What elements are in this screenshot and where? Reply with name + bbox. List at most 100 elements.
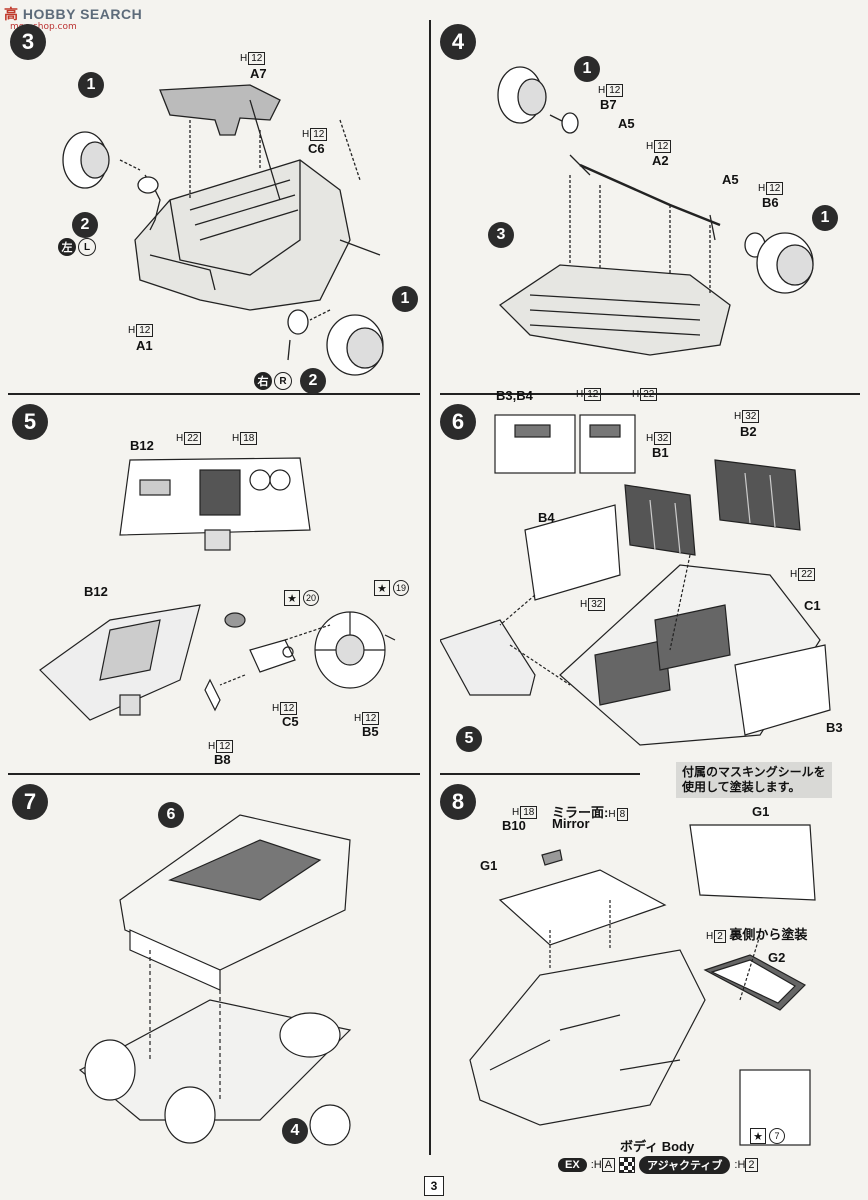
step-7-drawing	[78, 814, 352, 1146]
step-3-right-badge: 右 R	[254, 372, 292, 390]
left-kanji: 左	[58, 238, 76, 256]
step-5-part-c5: C5	[282, 714, 299, 729]
step-6-header: B3,B4	[496, 388, 533, 403]
legend-agile-pill: アジャクティブ	[639, 1156, 731, 1174]
step-3-part-a7: A7	[250, 66, 267, 81]
step-6-drawing	[440, 414, 831, 746]
step-3-drawing	[62, 84, 384, 376]
step-4-part-a2: A2	[652, 153, 669, 168]
watermark-prefix: 高	[4, 6, 19, 22]
step-8-part-b10: B10	[502, 818, 526, 833]
step-5-part-b5: B5	[362, 724, 379, 739]
step-7-callout-interior: 6	[158, 802, 184, 828]
step-5-part-b12-top: B12	[130, 438, 154, 453]
divider-h-1-left	[8, 393, 420, 395]
step-8-drawing	[469, 824, 816, 1146]
divider-h-2-right	[440, 773, 640, 775]
divider-vertical-bottom	[429, 775, 431, 1155]
right-letter: R	[274, 372, 292, 390]
step-3-callout-strut-right: 2	[300, 368, 326, 394]
page-number: 3	[424, 1176, 444, 1196]
step-6-part-b4: B4	[538, 510, 555, 525]
step-3-left-badge: 左 L	[58, 238, 96, 256]
step-5-decal-20: ★ 20	[284, 590, 319, 606]
step-8-decal-7: ★ 7	[750, 1128, 785, 1144]
step-4-drawing	[497, 66, 814, 356]
step-4-callout-chassis: 3	[488, 222, 514, 248]
step-4-part-b7: B7	[600, 97, 617, 112]
step-6-part-b3: B3	[826, 720, 843, 735]
step-8-part-g2: G2	[768, 950, 786, 965]
step-4-badge: 4	[440, 24, 476, 60]
step-8-masking-note: 付属のマスキングシールを 使用して塗装します。	[676, 762, 832, 798]
legend-ex-pill: EX	[558, 1158, 587, 1172]
step-5-part-b12-bottom: B12	[84, 584, 108, 599]
step-3-callout-wheel-left: 1	[78, 72, 104, 98]
watermark: 高 HOBBY SEARCH	[4, 4, 142, 24]
step-4-part-a5-right: A5	[722, 172, 739, 187]
step-4-callout-wheel-rear-right: 1	[812, 205, 838, 231]
step-6-part-c1: C1	[804, 598, 821, 613]
step-5-badge: 5	[12, 404, 48, 440]
step-7-callout-chassis: 4	[282, 1118, 308, 1144]
step-8-body-label: ボディ Body	[620, 1139, 695, 1154]
checker-icon	[619, 1157, 636, 1173]
step-4-part-b6: B6	[762, 195, 779, 210]
star-icon: ★	[284, 590, 300, 606]
step-8-part-g1-left: G1	[480, 858, 498, 873]
watermark-brand: HOBBY SEARCH	[22, 6, 143, 22]
left-letter: L	[78, 238, 96, 256]
step-3-part-a1: A1	[136, 338, 153, 353]
step-6-part-b1: B1	[652, 445, 669, 460]
step-5-drawing	[39, 457, 396, 721]
divider-vertical-top	[429, 20, 431, 395]
step-8-badge: 8	[440, 784, 476, 820]
step-4-callout-wheel-rear-left: 1	[574, 56, 600, 82]
step-4-part-a5-left: A5	[618, 116, 635, 131]
step-3-callout-strut-left: 2	[72, 212, 98, 238]
step-3-badge: 3	[10, 24, 46, 60]
step-6-part-b2: B2	[740, 424, 757, 439]
step-5-part-b8: B8	[214, 752, 231, 767]
step-3-part-c6: C6	[308, 141, 325, 156]
divider-h-2-left	[8, 773, 420, 775]
step-5-decal-19: ★ 19	[374, 580, 409, 596]
star-icon: ★	[750, 1128, 766, 1144]
step-6-callout-dash: 5	[456, 726, 482, 752]
divider-h-1-right	[440, 393, 860, 395]
star-icon: ★	[374, 580, 390, 596]
divider-vertical-middle	[429, 395, 431, 775]
step-6-badge: 6	[440, 404, 476, 440]
step-3-callout-wheel-right: 1	[392, 286, 418, 312]
note-line-1: 付属のマスキングシールを	[682, 765, 826, 779]
step-8-mirror-en: Mirror	[552, 816, 590, 831]
right-kanji: 右	[254, 372, 272, 390]
step-7-badge: 7	[12, 784, 48, 820]
note-line-2: 使用して塗装します。	[682, 780, 801, 794]
step-8-part-g1-right: G1	[752, 804, 770, 819]
